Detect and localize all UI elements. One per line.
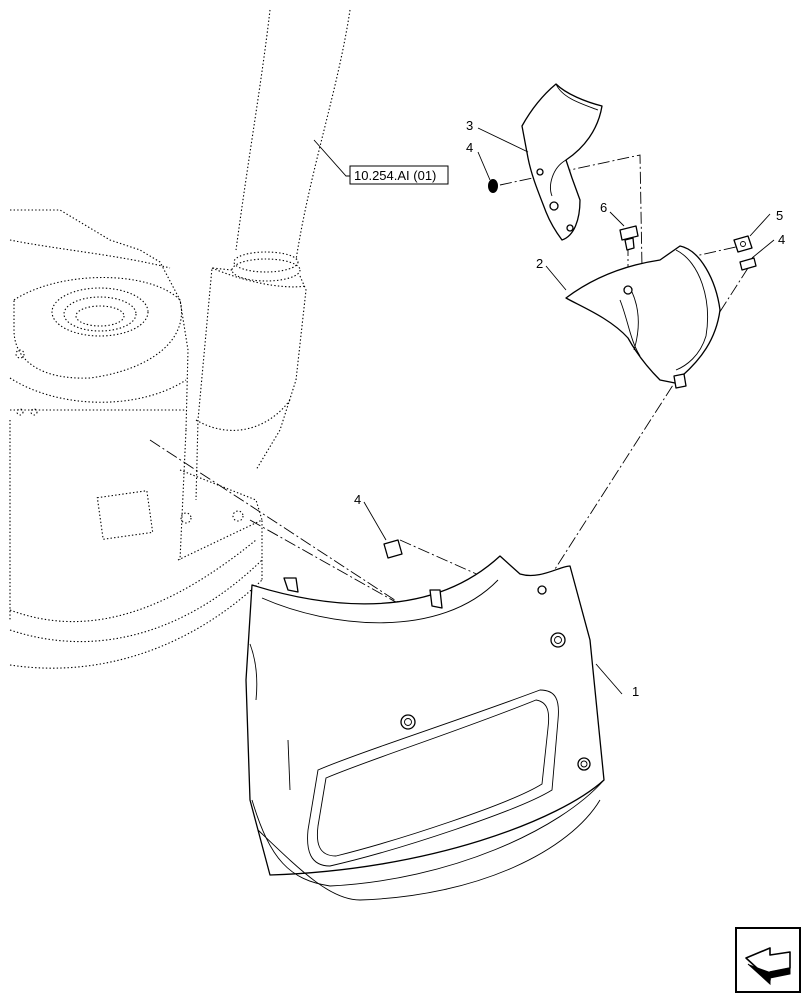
callout-part-4-mid: 4 <box>354 492 361 507</box>
leader-lines <box>313 127 775 695</box>
machine-body-phantom <box>9 9 351 669</box>
callout-part-4-top: 4 <box>466 140 473 155</box>
reference-label[interactable]: 10.254.AI (01) <box>349 165 449 185</box>
assembly-lines <box>149 154 749 611</box>
callout-numbers: 3 4 6 2 5 4 4 1 <box>354 118 785 699</box>
grommet-top <box>488 179 498 193</box>
callout-part-2: 2 <box>536 256 543 271</box>
callout-part-6: 6 <box>600 200 607 215</box>
fasteners <box>383 179 757 559</box>
part-1-cover <box>245 555 605 901</box>
next-page-arrow-icon[interactable] <box>735 927 801 993</box>
part-2-shield <box>565 245 721 389</box>
callout-part-1: 1 <box>632 684 639 699</box>
callout-part-3: 3 <box>466 118 473 133</box>
reference-label-text: 10.254.AI (01) <box>354 168 436 183</box>
part-3-bracket <box>521 83 603 241</box>
callout-part-5: 5 <box>776 208 783 223</box>
callout-part-4-right: 4 <box>778 232 785 247</box>
